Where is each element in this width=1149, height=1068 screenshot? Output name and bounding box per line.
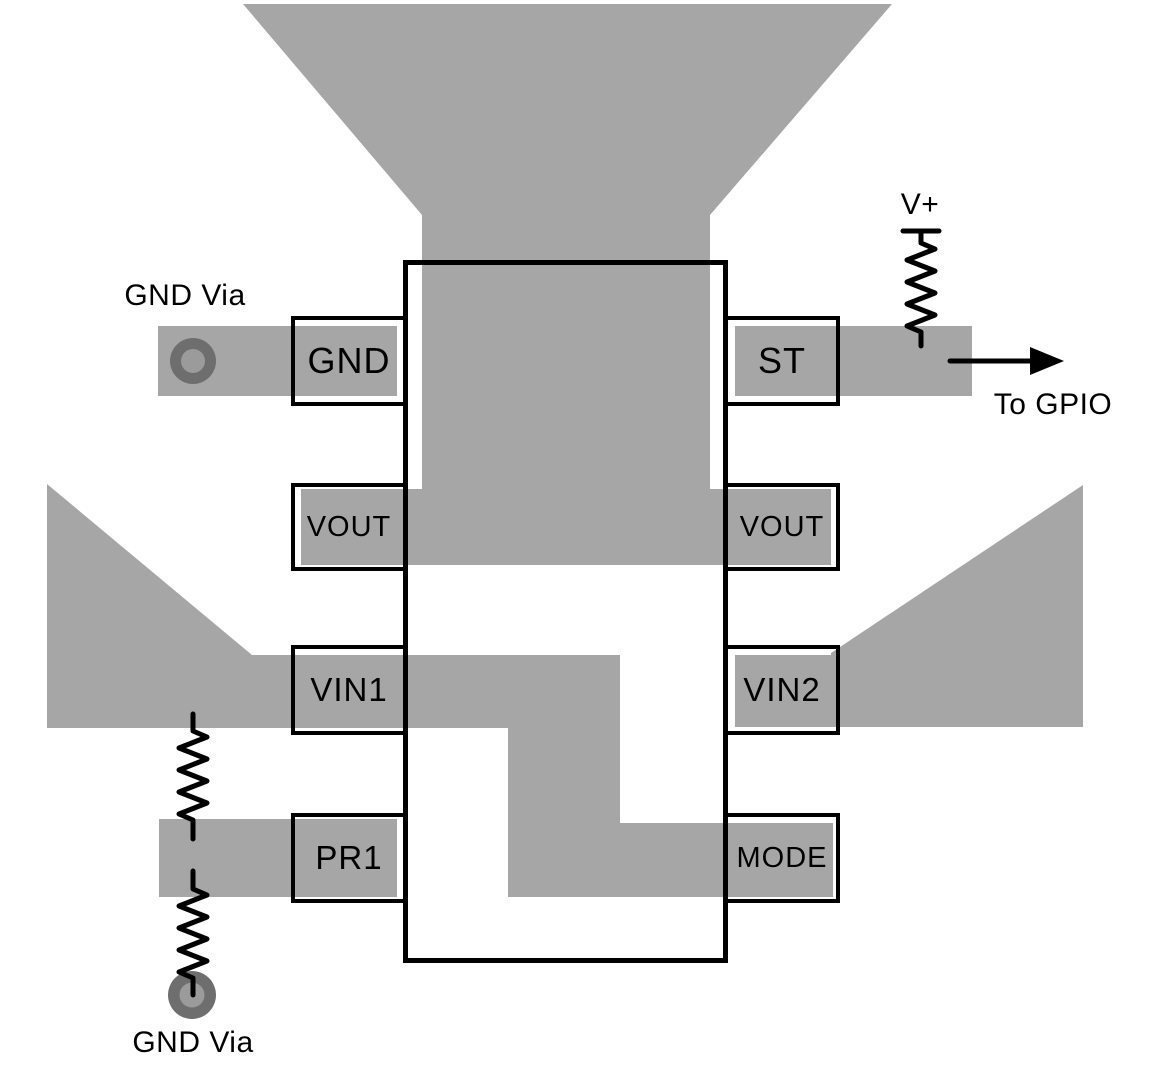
vout-right-pad-fill [710, 489, 831, 565]
gpio-arrow-head [1030, 347, 1064, 375]
pr1-trace [159, 819, 397, 897]
right-input-pour [831, 485, 1083, 727]
pad-vin2: VIN2 [724, 645, 840, 735]
vout-left-pad-fill [301, 489, 422, 565]
pad-mode-label: MODE [736, 841, 828, 874]
pad-pr1: PR1 [291, 813, 407, 903]
pad-st: ST [724, 316, 840, 406]
resistor-pr1-gnd-via [176, 868, 210, 998]
pad-gnd-label: GND [307, 340, 391, 381]
pad-mode: MODE [724, 813, 840, 903]
pad-vin1-label: VIN1 [310, 671, 388, 708]
vin2-pad-fill [735, 655, 835, 727]
resistor-vin1-pr1 [176, 711, 210, 842]
mode-pad-fill [735, 823, 833, 897]
pad-vout-right: VOUT [724, 483, 840, 571]
pad-st-label: ST [757, 340, 806, 381]
to-gpio-label: To GPIO [993, 388, 1113, 421]
pad-vout-right-label: VOUT [739, 510, 825, 543]
top-gnd-via [170, 338, 216, 384]
pad-vin2-label: VIN2 [743, 671, 821, 708]
top-pour-funnel [243, 4, 892, 565]
top-gnd-via-center [181, 349, 205, 373]
pad-vout-left-label: VOUT [306, 510, 392, 543]
top-gnd-via-label: GND Via [124, 279, 246, 312]
pad-vout-left: VOUT [291, 483, 407, 571]
pad-gnd: GND [291, 316, 407, 406]
ic-body-outline [403, 260, 728, 963]
resistor-st-pullup [904, 228, 938, 349]
v-plus-label: V+ [900, 188, 940, 221]
bottom-gnd-via-label: GND Via [132, 1026, 254, 1059]
st-trace [735, 326, 972, 396]
pad-vin1: VIN1 [291, 645, 407, 735]
pad-pr1-label: PR1 [315, 839, 383, 876]
internal-trace-vin1-mode [295, 655, 832, 897]
